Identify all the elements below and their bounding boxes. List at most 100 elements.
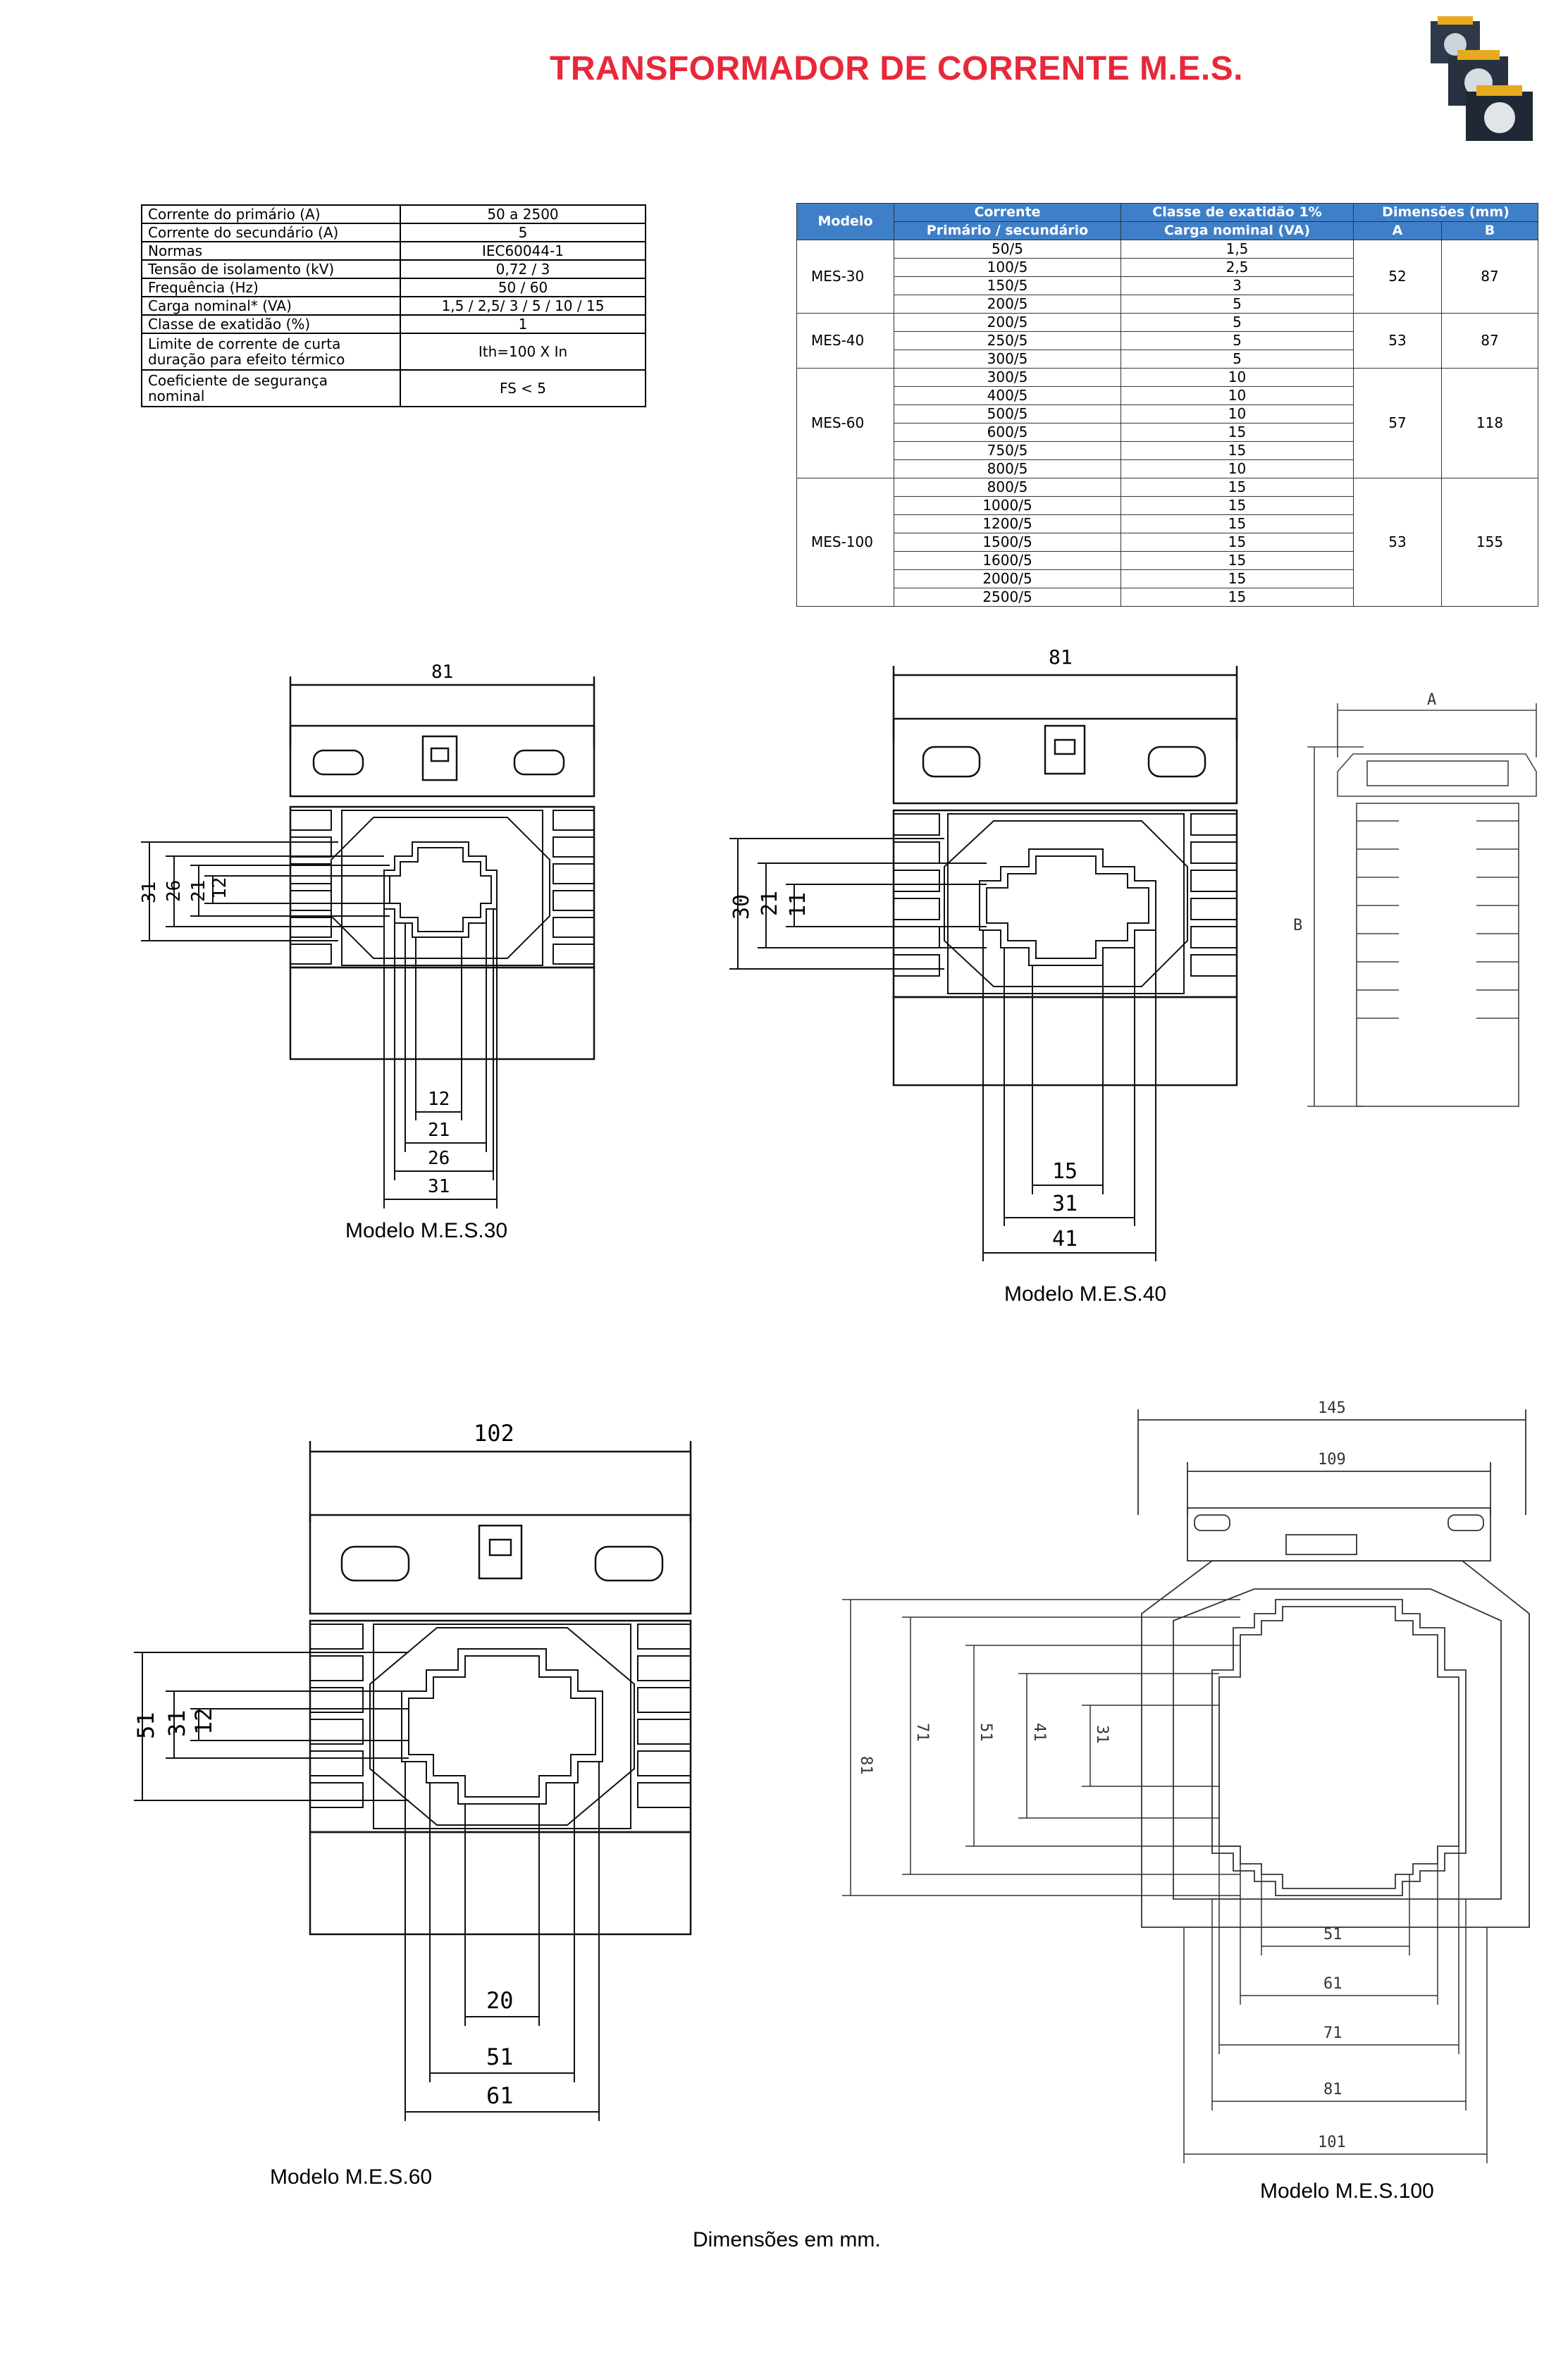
model-cell: MES-40 bbox=[796, 313, 894, 369]
drawing-mes40: 81 30 21 11 15 31 41 bbox=[729, 645, 1238, 1261]
header-classe-sub: Carga nominal (VA) bbox=[1121, 221, 1354, 240]
load-cell: 10 bbox=[1121, 368, 1354, 387]
load-cell: 15 bbox=[1121, 496, 1354, 515]
spec-value: Ith=100 X In bbox=[400, 333, 646, 371]
load-cell: 15 bbox=[1121, 441, 1354, 460]
current-cell: 500/5 bbox=[894, 404, 1121, 423]
spec-value: FS < 5 bbox=[400, 369, 646, 407]
current-cell: 1600/5 bbox=[894, 551, 1121, 570]
spec-value: IEC60044-1 bbox=[400, 241, 646, 261]
drawing-mes60: 102 51 31 12 20 51 61 bbox=[132, 1420, 692, 2121]
dim-b: B bbox=[1293, 917, 1302, 934]
dim-h71: 71 bbox=[1323, 2024, 1342, 2042]
spec-value: 5 bbox=[400, 223, 646, 242]
spec-value: 50 a 2500 bbox=[400, 204, 646, 224]
spec-row: Carga nominal* (VA)1,5 / 2,5/ 3 / 5 / 10… bbox=[141, 296, 646, 316]
dim-b-cell: 155 bbox=[1441, 478, 1538, 607]
spec-row: Tensão de isolamento (kV)0,72 / 3 bbox=[141, 259, 646, 279]
header-dimensoes: Dimensões (mm) bbox=[1353, 203, 1538, 222]
load-cell: 15 bbox=[1121, 551, 1354, 570]
dim-v71: 71 bbox=[913, 1723, 931, 1742]
spec-key: Frequência (Hz) bbox=[141, 278, 401, 297]
dim-a-cell: 53 bbox=[1353, 478, 1442, 607]
dim-width: 102 bbox=[474, 1420, 514, 1447]
dim-v51: 51 bbox=[977, 1723, 994, 1742]
spec-value: 1 bbox=[400, 314, 646, 334]
dim-v21: 21 bbox=[188, 880, 209, 902]
current-cell: 100/5 bbox=[894, 258, 1121, 277]
spec-value: 50 / 60 bbox=[400, 278, 646, 297]
dim-v51: 51 bbox=[132, 1712, 159, 1739]
product-photo bbox=[1431, 16, 1533, 141]
dim-v12: 12 bbox=[190, 1707, 217, 1735]
dim-h31: 31 bbox=[428, 1176, 450, 1197]
dim-h51: 51 bbox=[486, 2043, 514, 2070]
spec-key: Corrente do primário (A) bbox=[141, 204, 401, 224]
dim-h51: 51 bbox=[1323, 1926, 1342, 1943]
dim-v31: 31 bbox=[163, 1709, 190, 1737]
header-corrente-sub: Primário / secundário bbox=[894, 221, 1121, 240]
spec-row: Frequência (Hz)50 / 60 bbox=[141, 278, 646, 297]
spec-key-line: duração para efeito térmico bbox=[148, 351, 345, 368]
load-cell: 5 bbox=[1121, 313, 1354, 332]
dim-h101: 101 bbox=[1318, 2134, 1346, 2151]
drawing-side-view: A B bbox=[1293, 691, 1537, 1107]
load-cell: 2,5 bbox=[1121, 258, 1354, 277]
spec-value: 1,5 / 2,5/ 3 / 5 / 10 / 15 bbox=[400, 296, 646, 316]
model-cell: MES-100 bbox=[796, 478, 894, 607]
spec-key: Classe de exatidão (%) bbox=[141, 314, 401, 334]
current-cell: 50/5 bbox=[894, 240, 1121, 259]
dim-h81: 81 bbox=[1323, 2081, 1342, 2098]
dim-h61: 61 bbox=[1323, 1975, 1342, 1993]
dim-a: A bbox=[1427, 691, 1436, 709]
current-cell: 200/5 bbox=[894, 295, 1121, 314]
drawing-mes100: 145 109 81 71 51 41 31 51 61 bbox=[842, 1399, 1530, 2163]
dim-h41: 41 bbox=[1052, 1227, 1078, 1251]
load-cell: 15 bbox=[1121, 569, 1354, 588]
transformer-large bbox=[1466, 85, 1533, 141]
dim-v41: 41 bbox=[1030, 1723, 1048, 1742]
models-table: Modelo Corrente Classe de exatidão 1% Di… bbox=[796, 203, 1538, 607]
spec-key: Tensão de isolamento (kV) bbox=[141, 259, 401, 279]
spec-key-line: nominal bbox=[148, 388, 205, 404]
dim-v31: 31 bbox=[139, 882, 160, 903]
dim-v81: 81 bbox=[857, 1756, 875, 1775]
load-cell: 15 bbox=[1121, 514, 1354, 533]
current-cell: 2500/5 bbox=[894, 588, 1121, 607]
load-cell: 15 bbox=[1121, 533, 1354, 552]
dim-h15: 15 bbox=[1052, 1159, 1078, 1184]
dim-width: 81 bbox=[431, 662, 453, 683]
spec-row: Classe de exatidão (%)1 bbox=[141, 314, 646, 334]
dim-v21: 21 bbox=[758, 891, 782, 916]
current-cell: 1500/5 bbox=[894, 533, 1121, 552]
header-b: B bbox=[1441, 221, 1538, 240]
drawing-mes30: 81 31 26 21 12 12 21 bbox=[139, 662, 595, 1208]
dim-b-cell: 118 bbox=[1441, 368, 1538, 478]
header-modelo: Modelo bbox=[796, 203, 894, 240]
dim-v12: 12 bbox=[209, 877, 230, 899]
spec-key-line: Coeficiente de segurança bbox=[148, 372, 328, 389]
dim-b-cell: 87 bbox=[1441, 240, 1538, 314]
dim-v11: 11 bbox=[786, 892, 810, 917]
dim-h12: 12 bbox=[428, 1089, 450, 1110]
dim-v31: 31 bbox=[1093, 1725, 1111, 1744]
spec-key-line: Limite de corrente de curta bbox=[148, 335, 341, 352]
dim-a-cell: 53 bbox=[1353, 313, 1442, 369]
spec-row: Corrente do primário (A)50 a 2500 bbox=[141, 204, 646, 224]
dim-w109: 109 bbox=[1318, 1451, 1346, 1468]
dim-h20: 20 bbox=[486, 1987, 514, 2014]
spec-key: Normas bbox=[141, 241, 401, 261]
caption-mes100: Modelo M.E.S.100 bbox=[1260, 2179, 1434, 2203]
current-cell: 800/5 bbox=[894, 459, 1121, 478]
load-cell: 10 bbox=[1121, 404, 1354, 423]
dim-w145: 145 bbox=[1318, 1399, 1346, 1417]
load-cell: 1,5 bbox=[1121, 240, 1354, 259]
load-cell: 5 bbox=[1121, 295, 1354, 314]
caption-mes30: Modelo M.E.S.30 bbox=[345, 1219, 508, 1242]
load-cell: 10 bbox=[1121, 386, 1354, 405]
dim-v30: 30 bbox=[729, 894, 754, 920]
